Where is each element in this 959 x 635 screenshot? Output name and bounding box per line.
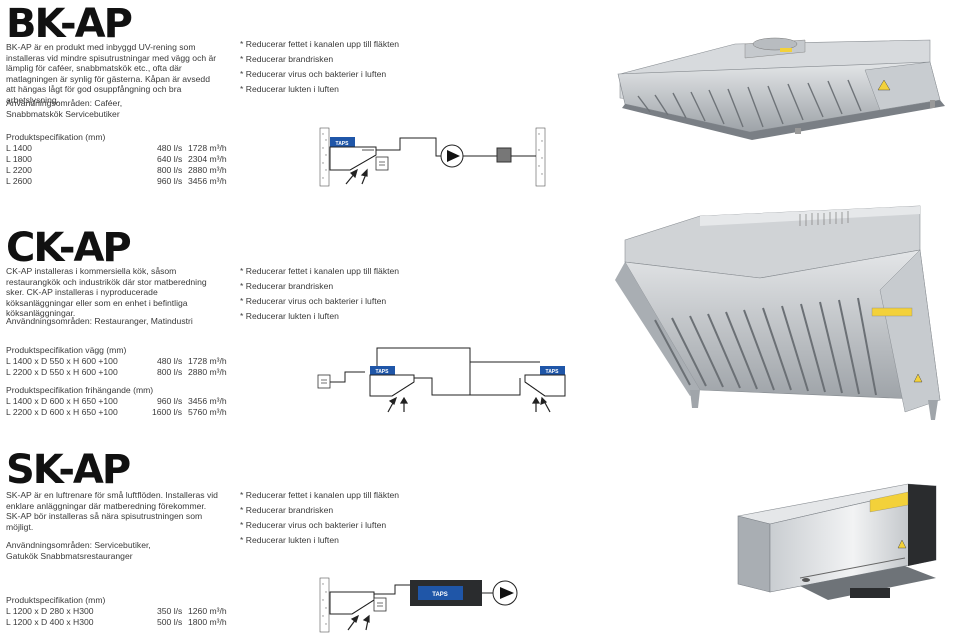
taps-label: TAPS (376, 369, 390, 375)
bk-spec-flow: 800 l/s (157, 165, 183, 175)
sk-description: SK-AP är en luftrenare för små luftflöde… (6, 490, 218, 532)
grille-icon (496, 147, 512, 163)
bk-spec-flow: 640 l/s (157, 154, 183, 164)
ck-spec-flow: 1600 l/s (152, 407, 183, 417)
ck-benefit: * Reducerar fettet i kanalen upp till fl… (240, 266, 400, 276)
sk-spec-model: L 1200 x D 400 x H300 (6, 617, 94, 627)
wall-icon (319, 577, 330, 633)
bk-spec-model: L 2600 (6, 176, 32, 186)
uv-unit-icon (329, 591, 375, 615)
bk-filters (637, 79, 862, 128)
ck-benefit: * Reducerar virus och bakterier i luften (240, 296, 387, 306)
bk-benefit: * Reducerar lukten i luften (240, 84, 339, 94)
sk-benefit: * Reducerar brandrisken (240, 505, 334, 515)
ck-spec-hourly: 5760 m³/h (188, 407, 227, 417)
taps-label: TAPS (336, 141, 350, 147)
ck-benefit: * Reducerar lukten i luften (240, 311, 339, 321)
ck-spec-model: L 1400 x D 600 x H 650 +100 (6, 396, 118, 406)
bk-description: BK-AP är en produkt med inbyggd UV-renin… (6, 42, 217, 105)
bk-spec-hourly: 2880 m³/h (188, 165, 227, 175)
ck-title: CK-AP (6, 225, 132, 271)
ck-areas: Användningsområden: Restauranger, Matind… (6, 316, 193, 326)
bk-benefit: * Reducerar fettet i kanalen upp till fl… (240, 39, 400, 49)
ck-spec-model: L 2200 x D 600 x H 650 +100 (6, 407, 118, 417)
ck-spec-flow: 960 l/s (157, 396, 183, 406)
sk-title: SK-AP (6, 447, 131, 493)
bk-title: BK-AP (6, 1, 133, 47)
filter-icon (373, 597, 387, 612)
sk-benefits: * Reducerar fettet i kanalen upp till fl… (240, 488, 399, 548)
bk-spec-model: L 1800 (6, 154, 32, 164)
wall-icon (535, 127, 546, 187)
uv-unit-icon (369, 366, 415, 397)
sk-areas: Användningsområden: Servicebutiker, Gatu… (6, 540, 151, 561)
sk-benefit: * Reducerar lukten i luften (240, 535, 339, 545)
filter-icon (375, 156, 389, 171)
ck-spec-heading-free: Produktspecifikation frihängande (mm) (6, 385, 154, 395)
ck-spec-flow: 800 l/s (157, 367, 183, 377)
sk-benefit: * Reducerar fettet i kanalen upp till fl… (240, 490, 400, 500)
bk-spec-hourly: 3456 m³/h (188, 176, 227, 186)
ck-spec-hourly: 1728 m³/h (188, 356, 227, 366)
fan-icon (492, 580, 518, 606)
ck-spec-heading-wall: Produktspecifikation vägg (mm) (6, 345, 127, 355)
sk-spec-flow: 500 l/s (157, 617, 183, 627)
sk-spec-hourly: 1800 m³/h (188, 617, 227, 627)
sk-spec-model: L 1200 x D 280 x H300 (6, 606, 94, 616)
ck-benefit: * Reducerar brandrisken (240, 281, 334, 291)
sk-spec-heading: Produktspecifikation (mm) (6, 595, 106, 605)
wall-icon (319, 127, 330, 187)
ck-spec-flow: 480 l/s (157, 356, 183, 366)
bk-benefit: * Reducerar virus och bakterier i luften (240, 69, 387, 79)
bk-spec-model: L 1400 (6, 143, 32, 153)
bk-spec-heading: Produktspecifikation (mm) (6, 132, 106, 142)
bk-benefits: * Reducerar fettet i kanalen upp till fl… (240, 37, 399, 97)
taps-label: TAPS (546, 369, 560, 375)
sk-spec-flow: 350 l/s (157, 606, 183, 616)
bk-spec-model: L 2200 (6, 165, 32, 175)
sk-benefit: * Reducerar virus och bakterier i luften (240, 520, 387, 530)
ck-description: CK-AP installeras i kommersiella kök, så… (6, 266, 207, 319)
ck-spec-hourly: 3456 m³/h (188, 396, 227, 406)
ck-benefits: * Reducerar fettet i kanalen upp till fl… (240, 264, 399, 324)
ck-spec-hourly: 2880 m³/h (188, 367, 227, 377)
uv-unit-icon (524, 366, 566, 397)
bk-spec-flow: 480 l/s (157, 143, 183, 153)
ck-filters (654, 297, 877, 396)
taps-label: TAPS (432, 592, 448, 598)
bk-areas: Användningsområden: Caféer, Snabbmatskök… (6, 98, 123, 119)
bk-benefit: * Reducerar brandrisken (240, 54, 334, 64)
sk-spec-hourly: 1260 m³/h (188, 606, 227, 616)
ck-spec-model: L 2200 x D 550 x H 600 +100 (6, 367, 118, 377)
ck-spec-model: L 1400 x D 550 x H 600 +100 (6, 356, 118, 366)
bk-spec-hourly: 1728 m³/h (188, 143, 227, 153)
bk-spec-flow: 960 l/s (157, 176, 183, 186)
bk-spec-hourly: 2304 m³/h (188, 154, 227, 164)
fan-icon (440, 144, 464, 168)
